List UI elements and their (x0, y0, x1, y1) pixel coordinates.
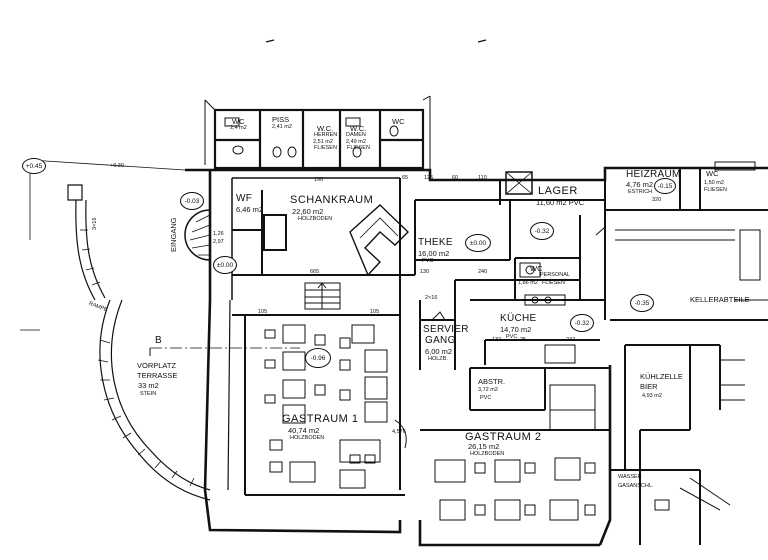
wc1-name: WC (232, 117, 245, 126)
dimension: 60 (452, 175, 459, 181)
wf1-name: WF (236, 193, 253, 204)
dimension: 65 (402, 175, 409, 181)
dimension: 25 (520, 337, 527, 343)
schankraum-area: 22,60 m2 (292, 207, 324, 216)
lager-area: 11,60 m2 PVC (536, 198, 585, 207)
gastraum2-floor: HOLZBODEN (470, 451, 505, 457)
serviergang-floor: HOLZB. (428, 356, 448, 362)
wc-herren-line2: HERREN (314, 132, 338, 138)
gastraum1-furniture (264, 324, 388, 489)
wf1-area: 6,46 m2 (236, 205, 264, 214)
level-marker: -0.15 (654, 178, 676, 194)
abstr-area: 3,72 m2 (478, 387, 498, 393)
wc-block-walls (213, 108, 425, 170)
wc2-name: WC (392, 117, 405, 126)
dimension: 110 (478, 175, 487, 181)
heizraum-name: HEIZRAUM (626, 169, 681, 180)
dimension: 130 (420, 269, 430, 275)
wc-right-name: WC (706, 169, 719, 178)
wc-personal-line2: PERSONAL (540, 272, 570, 278)
wc-herren-name: W.C. (317, 124, 334, 133)
eingang-label: EINGANG (169, 217, 178, 252)
wc-herren-area: 2,51 m2 (313, 139, 333, 145)
dimension: 190 (314, 177, 324, 183)
kueche-area: 14,70 m2 (500, 325, 532, 334)
wc-damen-name: W.C. (350, 124, 367, 133)
dimension: 105 (258, 309, 268, 315)
vorplatz-area: 33 m2 (138, 381, 159, 390)
gastraum2-area: 26,15 m2 (468, 442, 500, 451)
gastraum2-furniture (434, 384, 596, 521)
level-marker: -0.35 (630, 294, 654, 312)
terrace-curve (67, 184, 211, 501)
kueche-name: KÜCHE (500, 313, 537, 324)
kellerabteil-name: KELLERABTEILE (690, 295, 750, 304)
serviergang-name: SERVIER (423, 324, 469, 335)
level-marker: -0.96 (305, 348, 331, 368)
wc-personal-area: 1,86 m2 (518, 280, 538, 286)
wc-damen-floor: FLIESEN (347, 145, 370, 151)
level-marker: ±0.00 (213, 256, 237, 274)
wc-personal-floor: FLIESEN (542, 280, 565, 286)
dimension: 247 (566, 337, 576, 343)
heizraum-area: 4,76 m2 (626, 180, 654, 189)
dimension: 240 (478, 269, 488, 275)
vorplatz-floor: STEIN (140, 391, 157, 397)
wasser-name: WASSER (618, 474, 642, 480)
dimension: 2×16 (425, 295, 438, 301)
level-marker: -0.32 (530, 222, 554, 240)
dimension: 1,26 (213, 231, 224, 237)
wasser-line2: GASANSCHL. (618, 483, 654, 489)
gastraum1-name: GASTRAUM 1 (282, 413, 359, 425)
wc-personal-name: WC (530, 264, 543, 273)
wc-herren-floor: FLIESEN (314, 145, 337, 151)
gastraum1-floor: HOLZBODEN (290, 435, 325, 441)
abstr-floor: PVC (480, 395, 492, 401)
gastraum1-area: 40,74 m2 (288, 426, 320, 435)
schankraum-floor: HOLZBODEN (298, 216, 333, 222)
dimension: 132 (492, 337, 502, 343)
level-marker: +0.45 (22, 158, 46, 174)
wc-right-floor: FLIESEN (704, 187, 727, 193)
level-marker: -0.03 (180, 192, 204, 210)
schankraum-name: SCHANKRAUM (290, 194, 374, 206)
section-marker-b: B (155, 335, 162, 346)
level-marker: -0.32 (570, 314, 594, 332)
piss-area: 2,41 m2 (272, 124, 292, 130)
wc-damen-area: 2,49 m2 (346, 139, 366, 145)
vorplatz-name: VORPLATZ (137, 361, 177, 370)
gastraum2-name: GASTRAUM 2 (465, 431, 542, 443)
dimension: 4,576 (392, 429, 406, 435)
dimension: 320 (652, 197, 662, 203)
serviergang-line2: GANG (425, 335, 456, 346)
dimension: 665 (310, 269, 320, 275)
theke-name: THEKE (418, 237, 453, 248)
heizraum-floor: ESTRICH (628, 189, 653, 195)
elevation-mark: +0.30 (110, 163, 124, 169)
dimension: 125 (424, 175, 434, 181)
kuehlzelle-line2: BIER (640, 382, 658, 391)
theke-area: 16,00 m2 (418, 249, 450, 258)
kueche-floor: PVC (506, 334, 518, 340)
dimension: 2,97 (213, 239, 224, 245)
piss-name: PISS (272, 115, 290, 124)
level-marker: ±0.00 (465, 234, 491, 252)
lager-name: LAGER (538, 185, 578, 197)
vorplatz-line2: TERRASSE (137, 371, 178, 380)
wc-right-area: 1,50 m2 (704, 180, 724, 186)
abstr-name: ABSTR. (478, 377, 506, 386)
theke-floor: PVC (422, 258, 434, 264)
wc1-area: 2,4 m2 (230, 125, 247, 131)
dimension: 105 (370, 309, 380, 315)
kuehlzelle-area: 4,93 m2 (642, 393, 662, 399)
kuehlzelle-name: KÜHLZELLE (640, 372, 683, 381)
dimension: 3×16 (92, 217, 98, 230)
wc-damen-line2: DAMEN (346, 132, 366, 138)
serviergang-area: 6,00 m2 (425, 347, 453, 356)
